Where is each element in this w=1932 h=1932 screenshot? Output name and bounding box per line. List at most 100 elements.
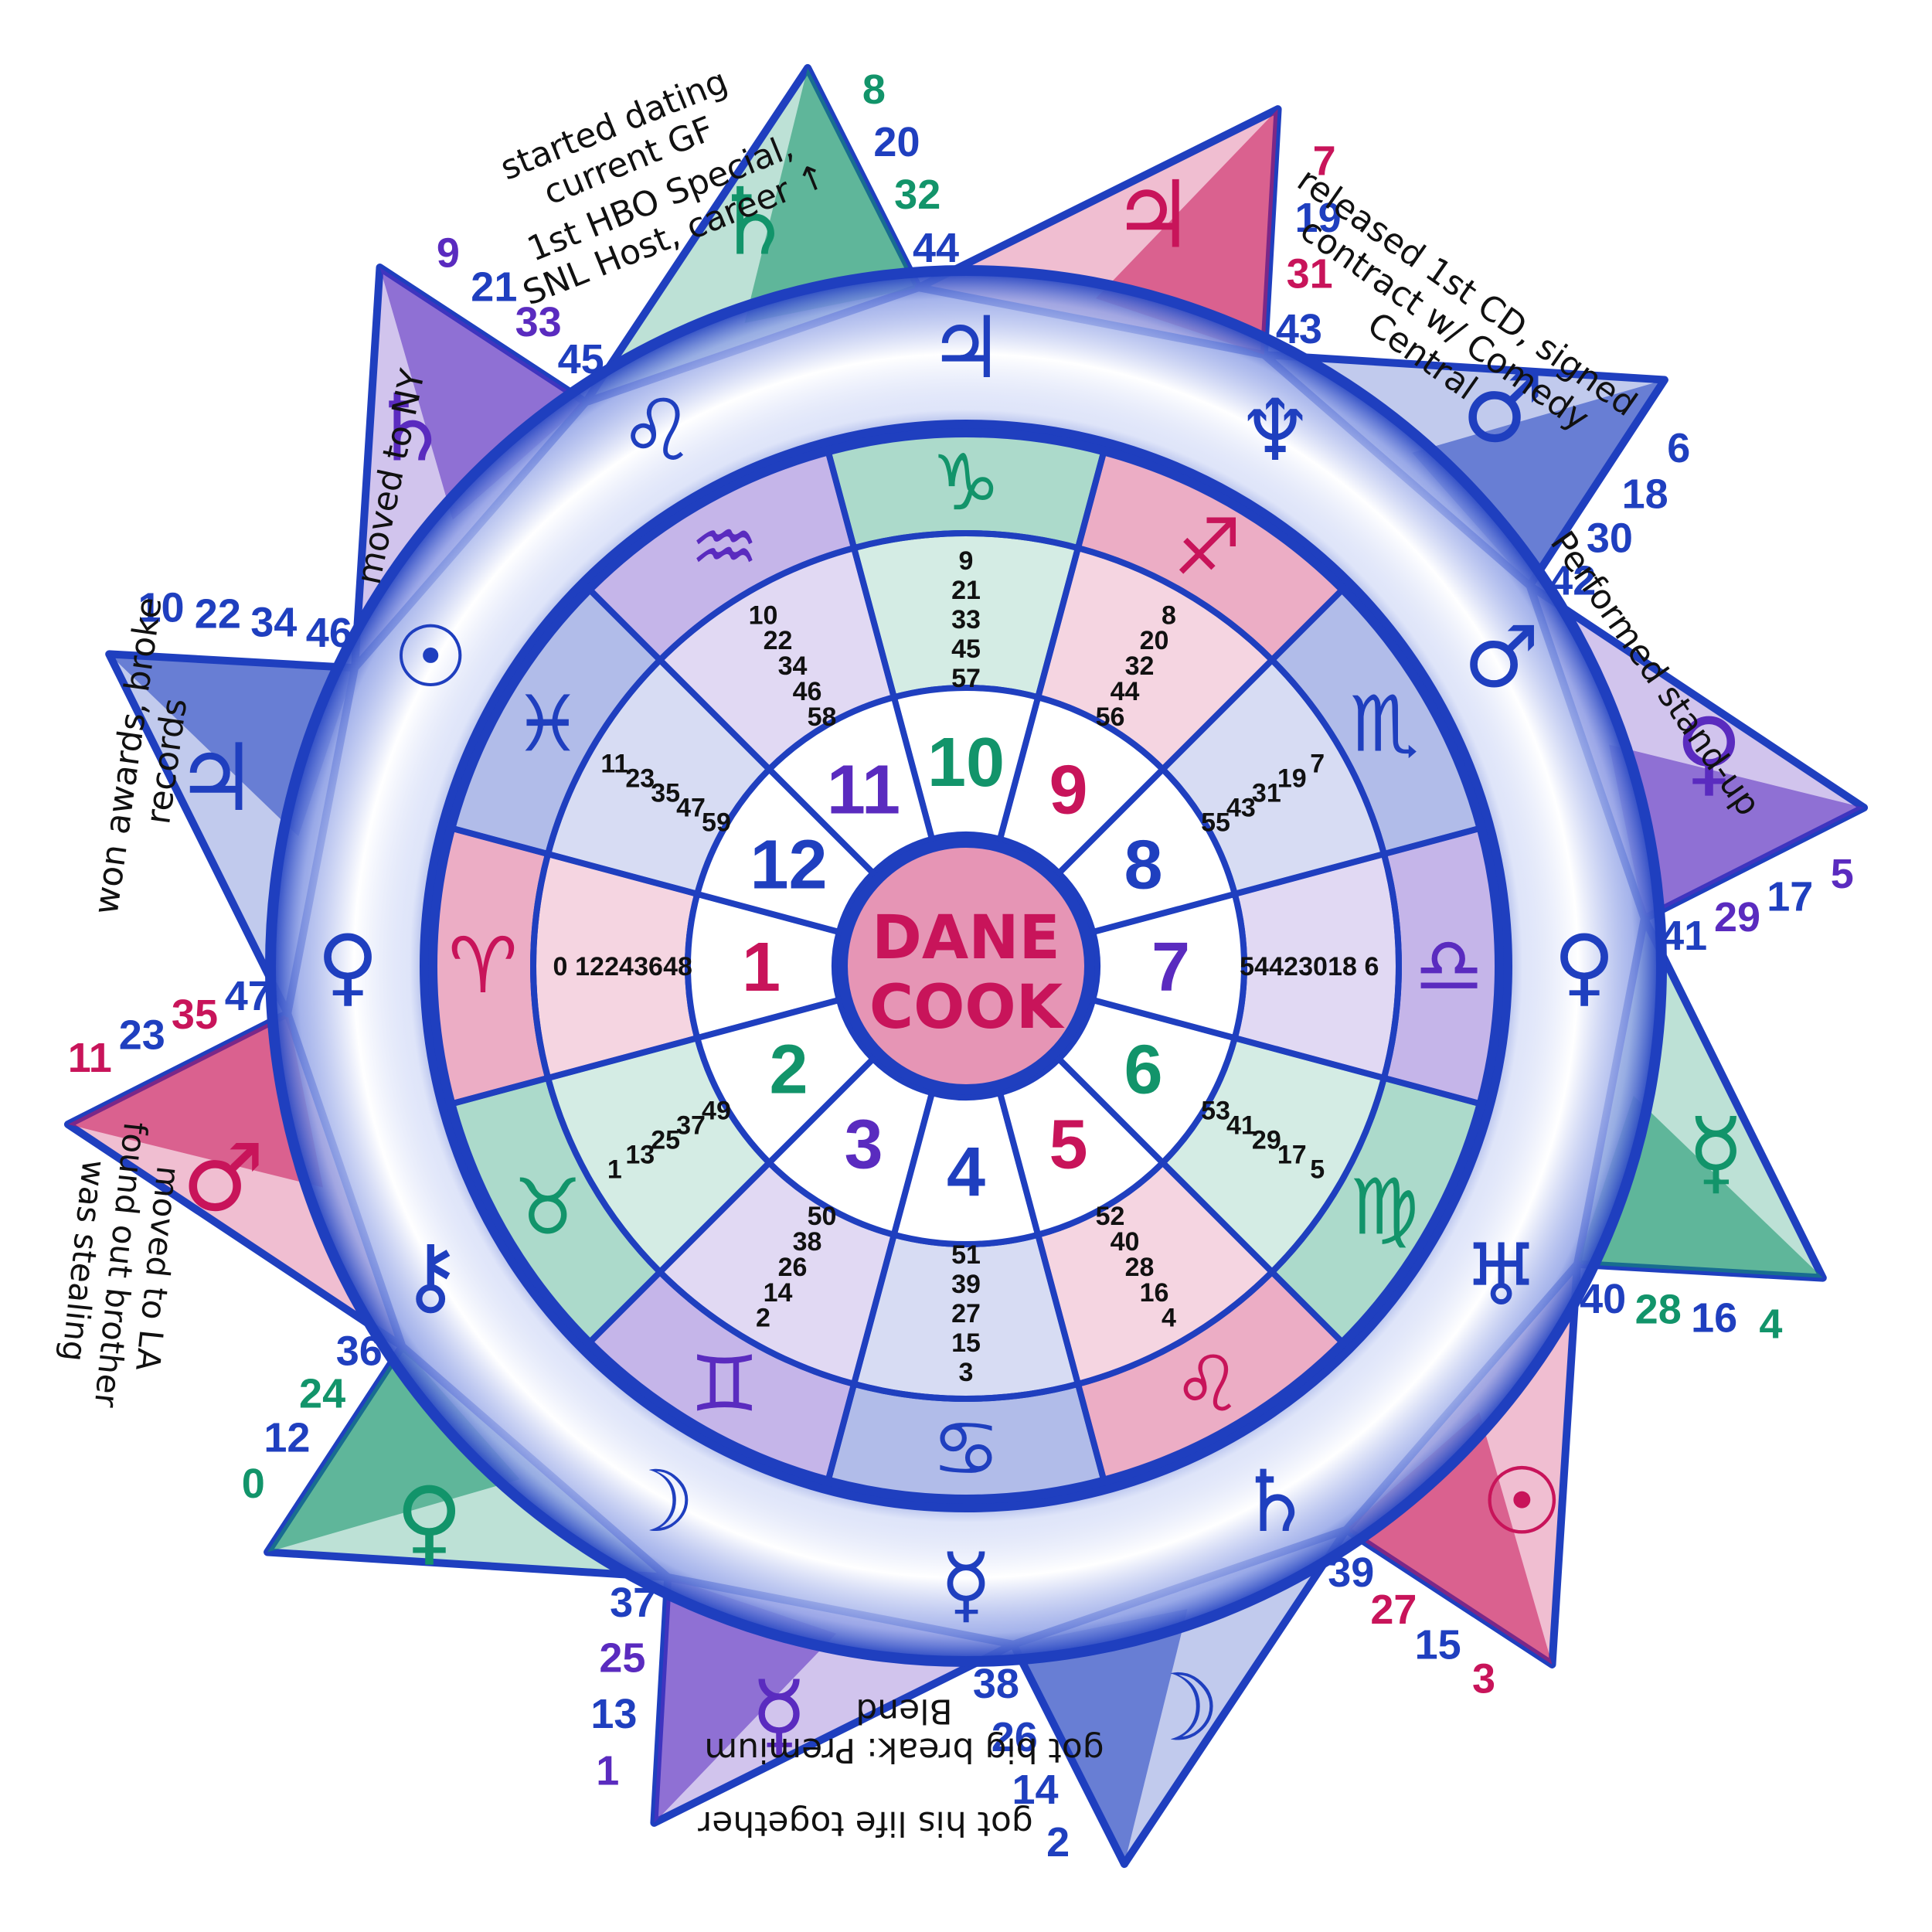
star-point-age: 14 xyxy=(1012,1767,1058,1813)
sun-icon: ☉ xyxy=(1481,1449,1564,1556)
saturn-icon: ♄ xyxy=(369,375,452,482)
star-point-age: 5 xyxy=(1831,851,1854,897)
star-point-age: 28 xyxy=(1635,1287,1682,1333)
house-number-band xyxy=(1089,889,1247,1043)
house-number: 3 xyxy=(844,1106,883,1183)
house-age: 33 xyxy=(951,605,981,634)
house-age: 26 xyxy=(778,1253,808,1282)
mercury-icon: ☿ xyxy=(750,1662,808,1769)
star-point-age: 13 xyxy=(590,1691,637,1737)
house-age: 59 xyxy=(702,808,731,838)
house-number-band xyxy=(764,693,936,878)
sagittarius-icon: ♐ xyxy=(1173,502,1243,593)
house-age: 34 xyxy=(778,651,808,681)
note-life: got his life together xyxy=(697,1804,1032,1843)
cancer-icon: ♋ xyxy=(931,1403,1001,1494)
house-age: 16 xyxy=(1140,1278,1169,1308)
star-point-age: 35 xyxy=(172,992,218,1038)
house-number-band xyxy=(693,764,878,936)
chiron-icon: ⚷ xyxy=(400,1226,462,1325)
house-number-band xyxy=(693,996,878,1168)
house-age: 2 xyxy=(756,1304,770,1333)
star-point-age: 3 xyxy=(1472,1655,1495,1702)
note-line: got big break: Premium xyxy=(704,1730,1104,1770)
house-age: 36 xyxy=(634,952,663,981)
uranus-icon: ♅ xyxy=(1464,1226,1540,1325)
house-age: 29 xyxy=(1252,1126,1281,1155)
sun-icon: ☉ xyxy=(393,607,469,706)
venus-icon: ♀ xyxy=(395,1468,463,1575)
house-age: 51 xyxy=(951,1240,981,1270)
house-number: 2 xyxy=(769,1032,808,1109)
star-point-shade xyxy=(267,1346,520,1553)
house-age: 40 xyxy=(1111,1227,1140,1257)
house-number: 8 xyxy=(1124,827,1162,904)
house-number: 11 xyxy=(827,752,900,829)
star-point-age: 17 xyxy=(1767,873,1813,920)
star-point-age: 18 xyxy=(1622,471,1668,517)
saturn-icon: ♄ xyxy=(1237,1452,1314,1551)
moon-icon: ☽ xyxy=(619,1452,696,1551)
taurus-icon: ♉ xyxy=(513,1162,583,1253)
house-age: 10 xyxy=(749,600,778,630)
star-point-age: 10 xyxy=(138,584,185,631)
center-disc xyxy=(837,837,1095,1095)
house-age: 15 xyxy=(951,1328,981,1358)
house-number: 1 xyxy=(742,929,781,1006)
star-point-age: 22 xyxy=(195,590,241,637)
aquarius-icon: ♒ xyxy=(690,502,760,593)
house-age: 4 xyxy=(1162,1304,1176,1333)
house-age: 53 xyxy=(1201,1097,1230,1126)
houses-outer-border xyxy=(428,428,1504,1504)
house-age: 49 xyxy=(702,1097,731,1126)
star-point-age: 26 xyxy=(992,1714,1038,1760)
star-point-age: 27 xyxy=(1370,1587,1417,1633)
house-age: 18 xyxy=(1328,952,1357,981)
star-point-age: 25 xyxy=(599,1635,645,1682)
house-age: 54 xyxy=(1240,952,1269,981)
moon-icon: ☽ xyxy=(1138,1655,1221,1762)
gemini-icon: ♊ xyxy=(690,1338,760,1429)
star-point-age: 21 xyxy=(471,264,517,310)
star-point-age: 33 xyxy=(515,299,562,345)
house-age: 52 xyxy=(1096,1202,1125,1231)
star-point-age: 44 xyxy=(913,225,959,271)
star-point-age: 47 xyxy=(225,973,271,1019)
house-age: 11 xyxy=(600,750,628,779)
house-age: 5 xyxy=(1310,1155,1325,1185)
house-age: 46 xyxy=(793,677,822,706)
capricorn-icon: ♑ xyxy=(931,437,1001,528)
house-age: 45 xyxy=(951,634,981,664)
house-number-band xyxy=(1054,764,1239,936)
star-point-age: 7 xyxy=(1313,138,1336,185)
house-age: 27 xyxy=(951,1299,981,1328)
house-age: 9 xyxy=(959,546,974,576)
jupiter-icon: ♃ xyxy=(1111,162,1195,270)
house-age: 43 xyxy=(1226,794,1256,823)
star-point-age: 31 xyxy=(1287,250,1333,297)
star-point-age: 30 xyxy=(1587,515,1633,562)
house-age: 25 xyxy=(651,1126,680,1155)
star-point-age: 16 xyxy=(1691,1295,1737,1342)
house-age: 1 xyxy=(607,1155,622,1185)
house-age: 30 xyxy=(1298,952,1328,981)
mercury-icon: ☿ xyxy=(940,1535,992,1634)
house-number: 7 xyxy=(1151,929,1190,1006)
neptune-icon: ♆ xyxy=(1237,381,1314,480)
house-age: 56 xyxy=(1096,702,1125,732)
venus-icon: ♀ xyxy=(317,917,379,1015)
house-age: 47 xyxy=(676,794,706,823)
note-line: Blend xyxy=(855,1691,952,1730)
house-age: 42 xyxy=(1269,952,1298,981)
mercury-icon: ☿ xyxy=(1687,1099,1744,1206)
scorpio-icon: ♏ xyxy=(1349,679,1419,770)
